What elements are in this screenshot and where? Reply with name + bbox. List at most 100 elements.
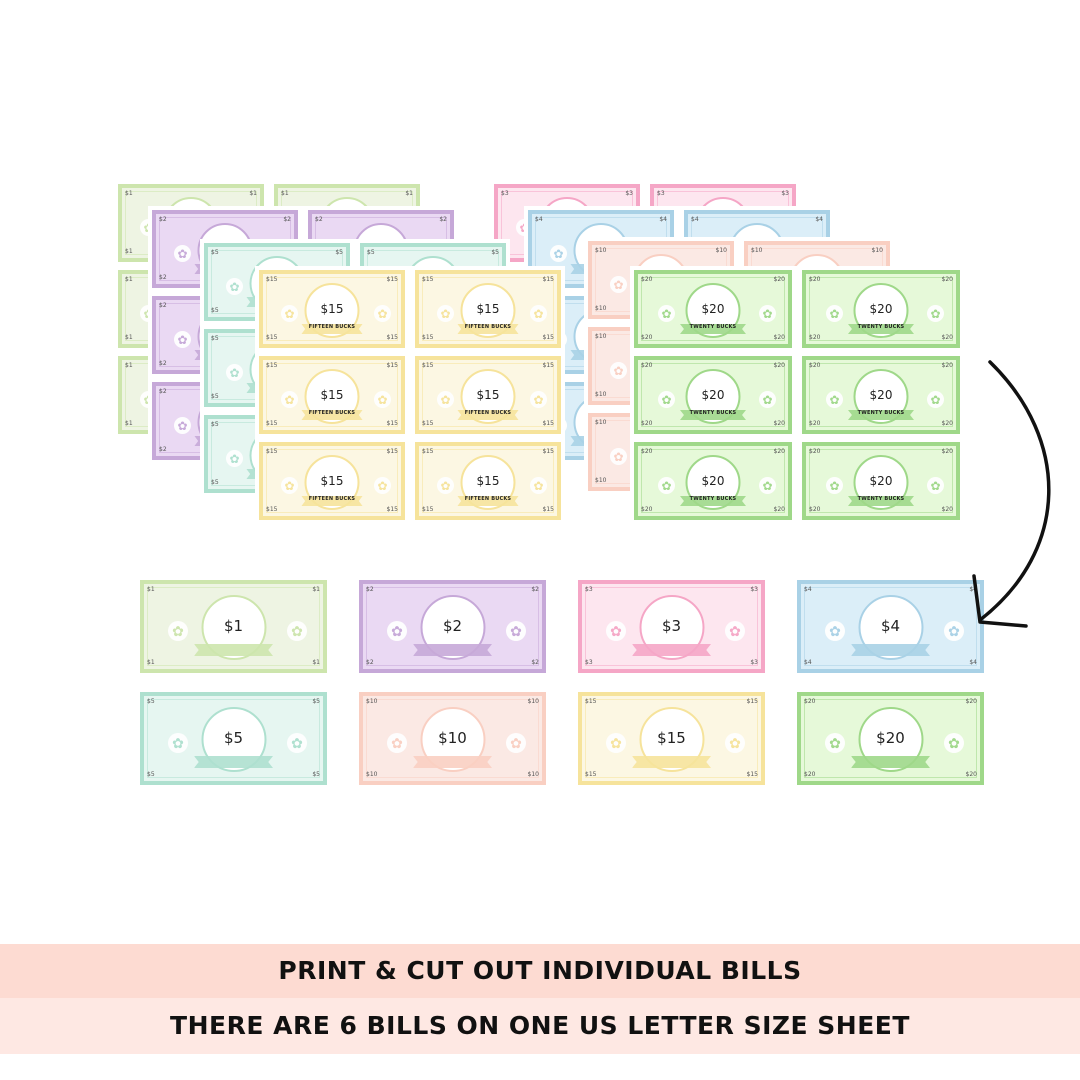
bill-corner-value: $1 [125, 362, 133, 369]
bill-corner-value: $20 [809, 334, 821, 341]
bill-corner-value: $3 [585, 659, 593, 666]
bill-frame [809, 363, 953, 427]
bill-corner-value: $1 [125, 334, 133, 341]
bill-amount: $15 [320, 302, 344, 316]
flower-icon: ✿ [759, 477, 776, 494]
flower-icon: ✿ [281, 391, 298, 408]
flower-icon: ✿ [530, 305, 547, 322]
bill-subtext: TWENTY BUCKS [857, 324, 905, 330]
bill-corner-value: $1 [125, 276, 133, 283]
bill-ribbon [413, 644, 492, 656]
flower-icon: ✿ [725, 621, 745, 641]
bill-corner-value: $10 [751, 247, 763, 254]
bill-15: $15$15$15$15✿✿$15 [578, 692, 765, 785]
bill-corner-value: $4 [969, 586, 977, 593]
bill-corner-value: $2 [439, 216, 447, 223]
bill-corner-value: $20 [773, 506, 785, 513]
bill-amount: $3 [661, 617, 682, 635]
bill-ribbon [680, 410, 746, 420]
flower-icon: ✿ [374, 477, 391, 494]
bill-corner-value: $10 [595, 419, 607, 426]
flower-icon: ✿ [610, 362, 627, 379]
bill-corner-value: $2 [531, 659, 539, 666]
bill-corner-value: $15 [542, 276, 554, 283]
bill-corner-value: $3 [750, 659, 758, 666]
bill-corner-value: $1 [281, 190, 289, 197]
bill-corner-value: $2 [531, 586, 539, 593]
bill-corner-value: $3 [501, 190, 509, 197]
flower-icon: ✿ [658, 305, 675, 322]
bill-corner-value: $20 [773, 448, 785, 455]
flower-icon: ✿ [944, 621, 964, 641]
bill-corner-value: $4 [659, 216, 667, 223]
bill-corner-value: $20 [965, 771, 977, 778]
bill-corner-value: $2 [315, 216, 323, 223]
flower-icon: ✿ [174, 245, 191, 262]
bill-corner-value: $5 [312, 771, 320, 778]
bill-corner-value: $15 [422, 362, 434, 369]
bill-amount: $15 [320, 474, 344, 488]
bill-corner-value: $15 [266, 420, 278, 427]
bill-corner-value: $4 [804, 659, 812, 666]
bill-frame [804, 699, 977, 778]
flower-icon: ✿ [287, 621, 307, 641]
bill-corner-value: $20 [641, 420, 653, 427]
flower-icon: ✿ [826, 477, 843, 494]
bill-corner-value: $2 [159, 302, 167, 309]
bill-corner-value: $3 [657, 190, 665, 197]
bill-corner-value: $10 [595, 305, 607, 312]
bill-corner-value: $15 [746, 771, 758, 778]
flower-icon: ✿ [825, 733, 845, 753]
bill-ribbon [413, 756, 492, 768]
bill-ribbon [301, 496, 363, 506]
bill-subtext: TWENTY BUCKS [689, 324, 737, 330]
flower-icon: ✿ [927, 477, 944, 494]
bill-corner-value: $15 [542, 334, 554, 341]
bill-corner-value: $20 [941, 362, 953, 369]
bill-corner-value: $3 [781, 190, 789, 197]
bill-corner-value: $5 [491, 249, 499, 256]
bill-ribbon [848, 324, 914, 334]
bill-amount: $20 [869, 302, 893, 316]
bill-corner-value: $20 [641, 276, 653, 283]
bill-subtext: FIFTEEN BUCKS [308, 496, 356, 502]
flower-icon: ✿ [168, 621, 188, 641]
bill-corner-value: $20 [804, 771, 816, 778]
bill-amount: $20 [701, 388, 725, 402]
bill-amount: $10 [438, 729, 467, 747]
bill-corner-value: $20 [809, 362, 821, 369]
bill-frame [585, 699, 758, 778]
bill-amount: $15 [476, 388, 500, 402]
bill-corner-value: $15 [386, 448, 398, 455]
bill-4: $4$4$4$4✿✿$4 [797, 580, 984, 673]
flower-icon: ✿ [944, 733, 964, 753]
bill-corner-value: $15 [266, 448, 278, 455]
bill-corner-value: $4 [804, 586, 812, 593]
bill-frame [641, 277, 785, 341]
bill-corner-value: $5 [211, 335, 219, 342]
bill-corner-value: $5 [211, 393, 219, 400]
bill-corner-value: $20 [809, 506, 821, 513]
bill-corner-value: $4 [535, 216, 543, 223]
bill-amount: $2 [442, 617, 463, 635]
bill-corner-value: $2 [159, 216, 167, 223]
bill-frame [809, 277, 953, 341]
bill-corner-value: $15 [386, 420, 398, 427]
bill-frame [804, 587, 977, 666]
bill-corner-value: $20 [641, 334, 653, 341]
flower-icon: ✿ [530, 477, 547, 494]
bill-corner-value: $1 [147, 586, 155, 593]
bill-corner-value: $20 [941, 448, 953, 455]
bill-corner-value: $15 [422, 276, 434, 283]
bill-2: $2$2$2$2✿✿$2 [359, 580, 546, 673]
bill-corner-value: $10 [366, 771, 378, 778]
bill-corner-value: $15 [386, 276, 398, 283]
bill-corner-value: $5 [211, 421, 219, 428]
bill-corner-value: $15 [386, 334, 398, 341]
